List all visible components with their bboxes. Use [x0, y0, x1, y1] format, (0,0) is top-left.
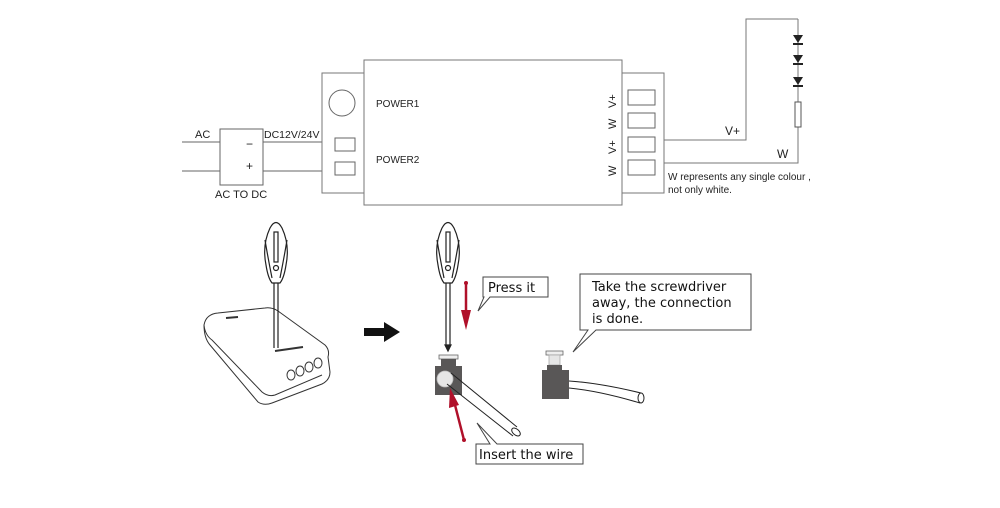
press-arrow-icon	[461, 281, 471, 330]
power1-label: POWER1	[376, 99, 420, 110]
terminal-label-4: W	[607, 165, 619, 176]
controller-body	[363, 59, 623, 206]
led-diode-2	[793, 55, 803, 65]
push-terminal-pressed	[435, 354, 462, 395]
converter-plus: +	[246, 159, 253, 173]
power2-terminal	[334, 161, 356, 176]
led-w-label: W	[777, 147, 789, 161]
terminal-label-1: V+	[607, 94, 619, 108]
terminal-label-2: W	[607, 118, 619, 129]
output-terminal-1	[627, 89, 656, 106]
screwdriver-icon-step1	[264, 221, 288, 348]
svg-text:Press it: Press it	[488, 281, 535, 296]
insert-arrow-icon	[449, 388, 466, 442]
led-diode-3	[793, 77, 803, 87]
push-terminal-released	[542, 350, 569, 399]
converter-minus: −	[246, 137, 253, 151]
w-wire	[664, 19, 799, 164]
screwdriver-icon-step2	[436, 221, 460, 353]
output-terminal-4	[627, 159, 656, 176]
resistor	[794, 101, 802, 128]
power2-label: POWER2	[376, 155, 420, 166]
ac-label: AC	[195, 129, 210, 141]
power1-terminal	[334, 137, 356, 152]
svg-text:is done.: is done.	[592, 312, 643, 327]
insert-callout: Insert the wire	[475, 422, 584, 465]
dc-label: DC12V/24V	[264, 129, 319, 141]
vplus-wire	[664, 18, 798, 141]
svg-text:away, the connection: away, the connection	[592, 296, 732, 311]
wire-connected	[568, 380, 645, 404]
converter-label: AC TO DC	[215, 189, 267, 201]
press-callout: Press it	[477, 276, 549, 312]
led-vplus-label: V+	[725, 124, 740, 138]
terminal-label-3: V+	[607, 140, 619, 154]
note-line-2: not only white.	[668, 185, 732, 196]
ac-dc-converter	[219, 128, 264, 186]
led-diode-1	[793, 35, 803, 45]
svg-text:Insert the wire: Insert the wire	[479, 448, 573, 463]
controller-box-illustration	[203, 307, 331, 405]
output-terminal-2	[627, 112, 656, 129]
controller-button[interactable]	[328, 89, 356, 117]
wire-inserted	[446, 372, 521, 437]
right-arrow-icon	[364, 322, 400, 342]
output-terminal-3	[627, 136, 656, 153]
note-line-1: W represents any single colour ,	[668, 172, 811, 183]
done-callout: Take the screwdriver away, the connectio…	[572, 273, 752, 353]
svg-text:Take the screwdriver: Take the screwdriver	[591, 280, 727, 295]
